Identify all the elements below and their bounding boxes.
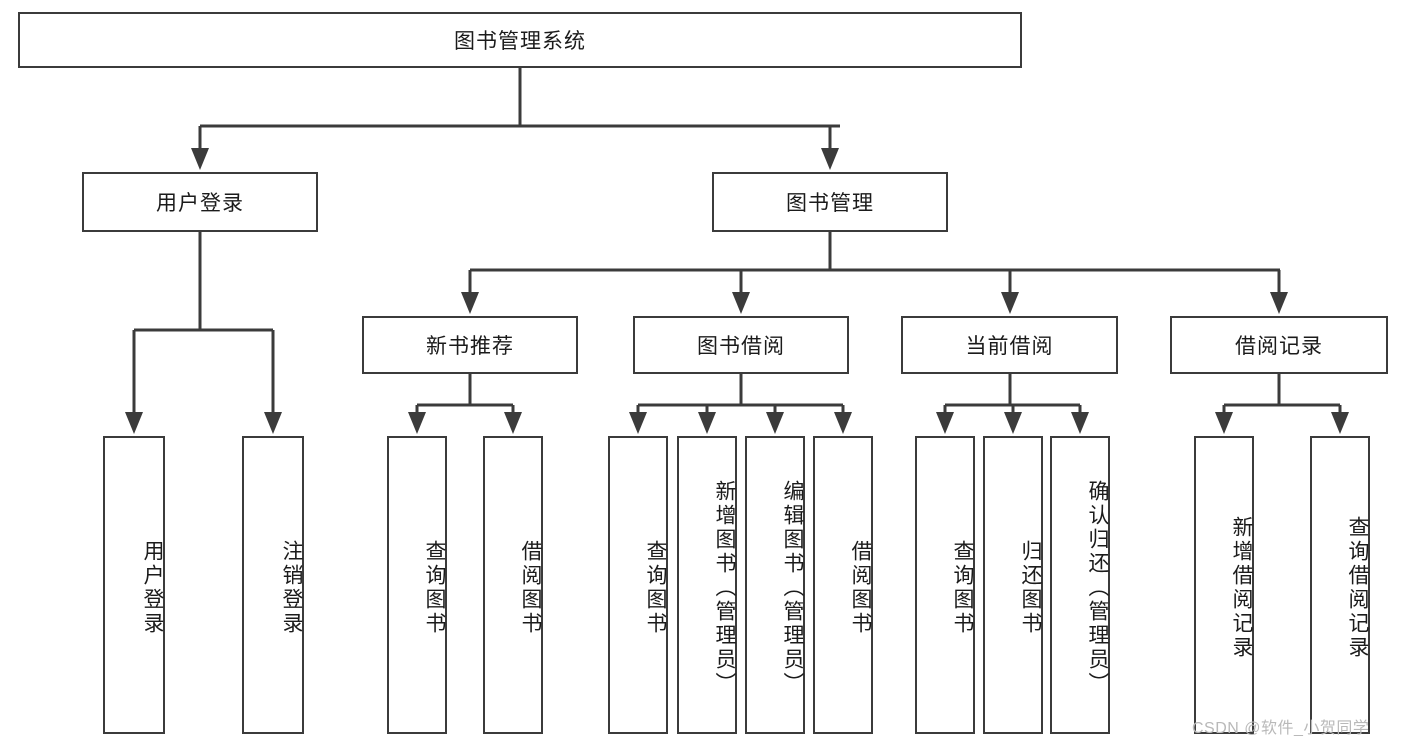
node-level3-1[interactable]: 注销登录 [242,436,304,734]
node-level3-5[interactable]: 新增图书（管理员） [677,436,737,734]
node-label: 查询图书 [644,540,667,636]
node-label: 编辑图书（管理员） [781,480,804,696]
arrowhead-icon [834,412,852,434]
node-level2-0[interactable]: 新书推荐 [362,316,578,374]
node-level3-2[interactable]: 查询图书 [387,436,447,734]
arrowhead-icon [461,292,479,314]
node-label: 新书推荐 [426,335,514,358]
node-label: 借阅记录 [1235,335,1323,358]
arrowhead-icon [821,148,839,170]
node-label: 借阅图书 [849,540,872,636]
node-level3-10[interactable]: 确认归还（管理员） [1050,436,1110,734]
watermark: CSDN @软件_小贺同学 [1192,720,1370,737]
node-label: 确认归还（管理员） [1086,480,1109,696]
node-label: 图书借阅 [697,335,785,358]
node-label: 图书管理 [786,192,874,215]
arrowhead-icon [264,412,282,434]
node-level3-3[interactable]: 借阅图书 [483,436,543,734]
arrowhead-icon [1071,412,1089,434]
node-label: 用户登录 [156,192,244,215]
arrowhead-icon [1331,412,1349,434]
arrowhead-icon [504,412,522,434]
node-level3-0[interactable]: 用户登录 [103,436,165,734]
node-label: 归还图书 [1019,540,1042,636]
node-level3-6[interactable]: 编辑图书（管理员） [745,436,805,734]
node-level2-3[interactable]: 借阅记录 [1170,316,1388,374]
node-level3-9[interactable]: 归还图书 [983,436,1043,734]
arrowhead-icon [1215,412,1233,434]
node-level2-1[interactable]: 图书借阅 [633,316,849,374]
node-label: 当前借阅 [965,335,1054,358]
node-label: 图书管理系统 [454,30,586,53]
node-label: 查询图书 [423,540,446,636]
node-label: 新增借阅记录 [1230,516,1253,660]
arrowhead-icon [125,412,143,434]
node-label: 查询图书 [951,540,974,636]
node-label: 查询借阅记录 [1346,516,1369,660]
node-level3-11[interactable]: 新增借阅记录 [1194,436,1254,734]
arrowhead-icon [191,148,209,170]
node-label: 借阅图书 [519,540,542,636]
arrowhead-icon [629,412,647,434]
arrowhead-icon [1270,292,1288,314]
arrowhead-icon [766,412,784,434]
node-level1-1[interactable]: 图书管理 [712,172,948,232]
node-root-0[interactable]: 图书管理系统 [18,12,1022,68]
node-level3-7[interactable]: 借阅图书 [813,436,873,734]
node-label: 注销登录 [280,540,303,636]
arrowhead-icon [1001,292,1019,314]
arrowhead-icon [698,412,716,434]
arrowhead-icon [936,412,954,434]
node-level2-2[interactable]: 当前借阅 [901,316,1118,374]
node-level3-4[interactable]: 查询图书 [608,436,668,734]
arrowhead-icon [1004,412,1022,434]
node-level1-0[interactable]: 用户登录 [82,172,318,232]
node-label: 用户登录 [141,540,164,636]
node-label: 新增图书（管理员） [713,480,736,696]
node-level3-8[interactable]: 查询图书 [915,436,975,734]
arrowhead-icon [408,412,426,434]
node-level3-12[interactable]: 查询借阅记录 [1310,436,1370,734]
arrowhead-icon [732,292,750,314]
